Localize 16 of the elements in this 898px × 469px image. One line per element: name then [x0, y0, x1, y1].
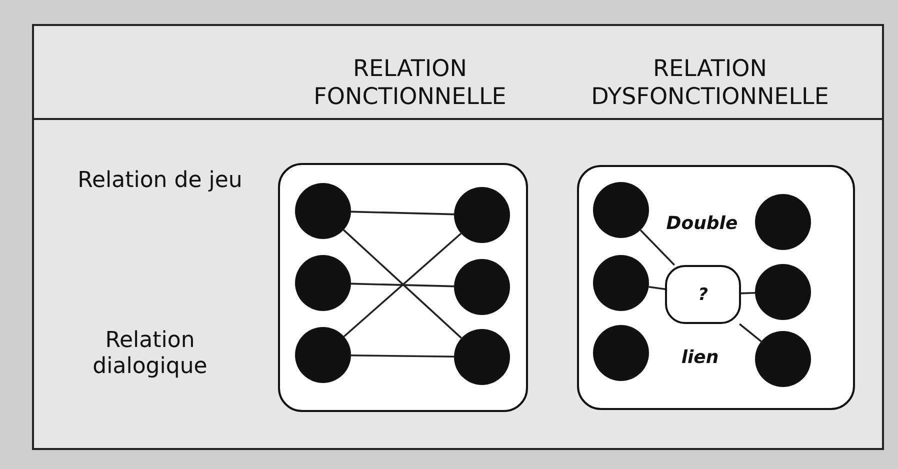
- connector-line: [350, 210, 454, 216]
- connector-line: [350, 282, 454, 288]
- connector-line: [648, 286, 666, 290]
- connector-line: [350, 354, 454, 358]
- column-heading: RELATION FONCTIONNELLE: [312, 56, 508, 112]
- connector-line: [740, 292, 756, 294]
- row-label: Relation dialogique: [92, 328, 208, 381]
- connector-line: [739, 323, 762, 342]
- rounded-panel: [577, 165, 855, 410]
- column-heading: RELATION DYSFONCTIONNELLE: [590, 56, 830, 112]
- annotation-text: Double: [665, 213, 739, 235]
- question-box: ?: [665, 265, 741, 324]
- annotation-text: lien: [680, 347, 720, 369]
- rounded-panel: [278, 163, 528, 412]
- connector-line: [640, 229, 676, 266]
- row-label: Relation de jeu: [76, 168, 244, 194]
